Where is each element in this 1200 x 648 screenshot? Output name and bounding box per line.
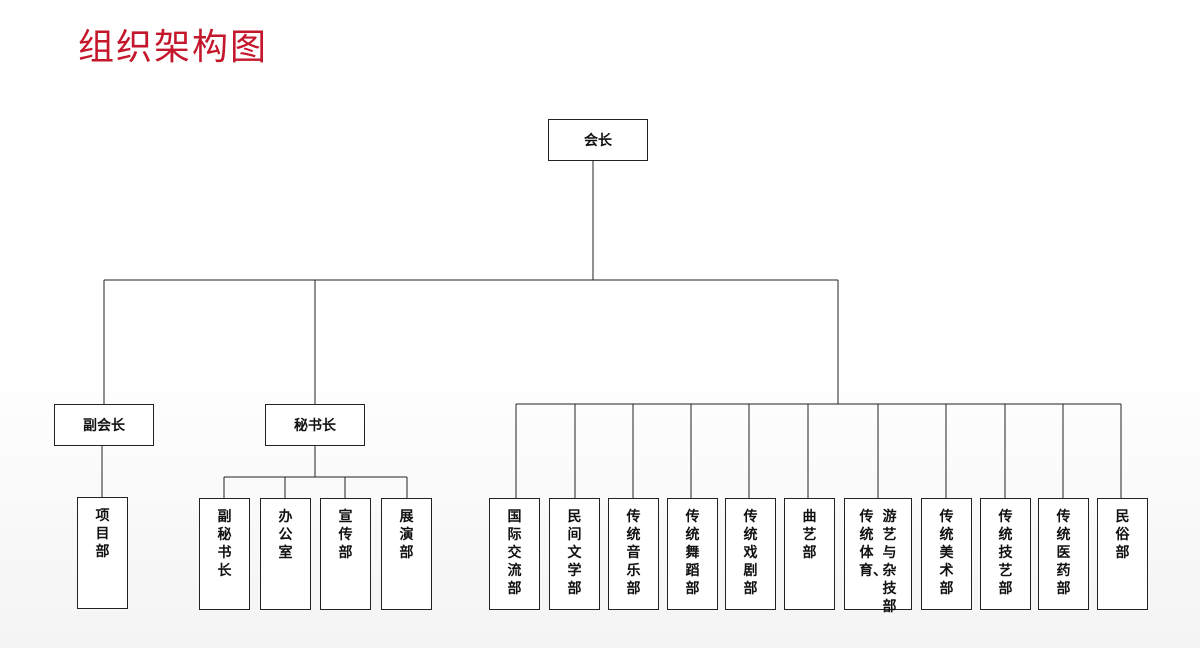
node-sports-acrobatics-dept-label-col2: 游艺与杂技部 — [882, 509, 897, 615]
node-traditional-fine-arts-dept-label: 传统美术部 — [939, 509, 954, 597]
node-sports-acrobatics-dept: 传统体育、 游艺与杂技部 — [844, 498, 912, 615]
node-project-dept-label: 项目部 — [95, 508, 110, 560]
node-deputy-secretary: 副秘书长 — [199, 498, 250, 610]
node-traditional-medicine-dept-label: 传统医药部 — [1056, 509, 1071, 597]
node-publicity-dept-label: 宣传部 — [338, 509, 353, 561]
node-folk-customs-dept-label: 民俗部 — [1115, 509, 1130, 561]
node-president: 会长 — [548, 119, 648, 161]
node-traditional-fine-arts-dept: 传统美术部 — [921, 498, 972, 610]
node-traditional-medicine-dept: 传统医药部 — [1038, 498, 1089, 610]
node-folk-literature-dept: 民间文学部 — [549, 498, 600, 610]
node-sports-acrobatics-dept-label-col1: 传统体育、 — [859, 509, 887, 579]
node-international-exchange-dept: 国际交流部 — [489, 498, 540, 610]
node-office: 办公室 — [260, 498, 311, 610]
page-title: 组织架构图 — [78, 27, 269, 68]
node-secretary-general: 秘书长 — [265, 404, 365, 446]
node-traditional-drama-dept: 传统戏剧部 — [725, 498, 776, 610]
node-traditional-music-dept: 传统音乐部 — [608, 498, 659, 610]
node-traditional-drama-dept-label: 传统戏剧部 — [743, 509, 758, 597]
node-quyi-dept-label: 曲艺部 — [802, 509, 817, 561]
node-traditional-music-dept-label: 传统音乐部 — [626, 509, 641, 597]
node-office-label: 办公室 — [278, 509, 293, 561]
node-project-dept: 项目部 — [77, 497, 128, 609]
node-traditional-crafts-dept: 传统技艺部 — [980, 498, 1031, 610]
node-vice-president-label: 副会长 — [83, 418, 125, 434]
node-deputy-secretary-label: 副秘书长 — [217, 509, 232, 579]
node-traditional-dance-dept-label: 传统舞蹈部 — [685, 509, 700, 597]
node-international-exchange-dept-label: 国际交流部 — [507, 509, 522, 597]
node-traditional-dance-dept: 传统舞蹈部 — [667, 498, 718, 610]
node-folk-customs-dept: 民俗部 — [1097, 498, 1148, 610]
node-traditional-crafts-dept-label: 传统技艺部 — [998, 509, 1013, 597]
node-exhibition-dept: 展演部 — [381, 498, 432, 610]
node-quyi-dept: 曲艺部 — [784, 498, 835, 610]
node-publicity-dept: 宣传部 — [320, 498, 371, 610]
node-folk-literature-dept-label: 民间文学部 — [567, 509, 582, 597]
node-vice-president: 副会长 — [54, 404, 154, 446]
node-president-label: 会长 — [584, 133, 612, 149]
node-exhibition-dept-label: 展演部 — [399, 509, 414, 561]
node-secretary-general-label: 秘书长 — [294, 418, 336, 434]
